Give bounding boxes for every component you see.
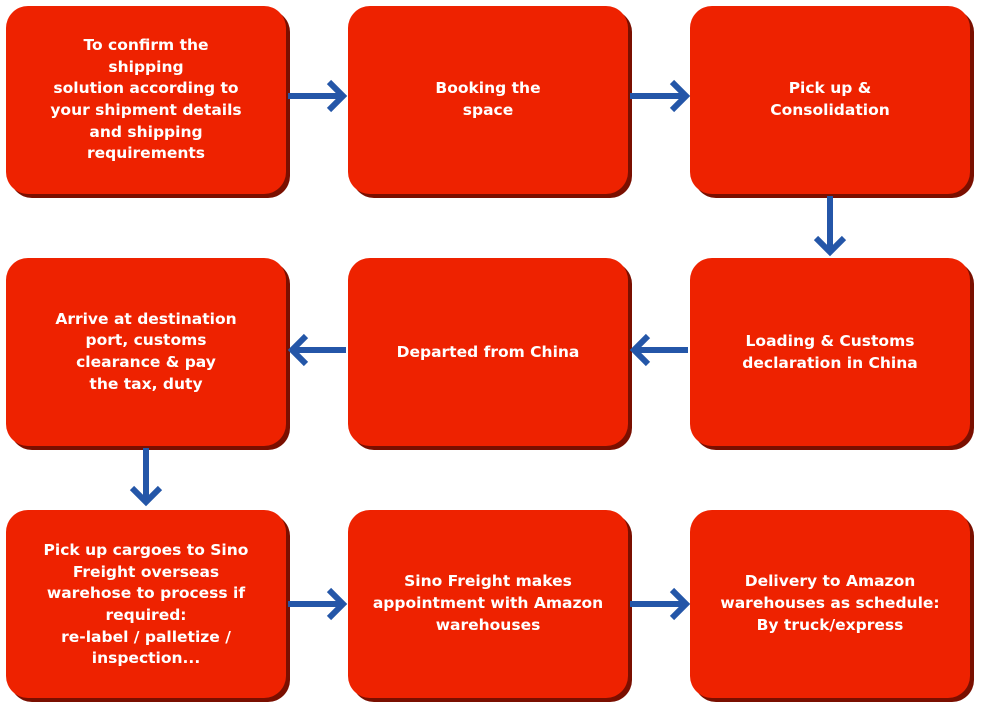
arrow-step1-to-step2 <box>288 79 348 113</box>
step-7-overseas-warehouse: Pick up cargoes to Sino Freight overseas… <box>6 510 286 698</box>
step-2-booking-space: Booking the space <box>348 6 628 194</box>
step-3-label: Pick up & Consolidation <box>770 79 890 119</box>
step-6-label: Arrive at destination port, customs clea… <box>55 309 237 393</box>
step-9-label: Delivery to Amazon warehouses as schedul… <box>720 572 940 634</box>
step-5-departed-china: Departed from China <box>348 258 628 446</box>
step-4-label: Loading & Customs declaration in China <box>742 332 918 372</box>
step-3-pickup-consolidation: Pick up & Consolidation <box>690 6 970 194</box>
arrow-step7-to-step8 <box>288 587 348 621</box>
arrow-step4-to-step5 <box>629 333 688 367</box>
step-1-confirm-shipping-solution: To confirm the shipping solution accordi… <box>6 6 286 194</box>
step-4-loading-customs: Loading & Customs declaration in China <box>690 258 970 446</box>
step-5-label: Departed from China <box>396 343 580 362</box>
arrow-step8-to-step9 <box>630 587 691 621</box>
step-8-amazon-appointment: Sino Freight makes appointment with Amaz… <box>348 510 628 698</box>
step-7-label: Pick up cargoes to Sino Freight overseas… <box>43 540 249 668</box>
arrow-step5-to-step6 <box>287 333 346 367</box>
arrow-step2-to-step3 <box>630 79 691 113</box>
step-8-label: Sino Freight makes appointment with Amaz… <box>372 572 604 634</box>
step-1-label: To confirm the shipping solution accordi… <box>50 35 242 163</box>
step-2-label: Booking the space <box>435 79 541 119</box>
arrow-step6-to-step7 <box>129 448 163 507</box>
step-6-arrive-destination: Arrive at destination port, customs clea… <box>6 258 286 446</box>
step-9-delivery-amazon: Delivery to Amazon warehouses as schedul… <box>690 510 970 698</box>
arrow-step3-to-step4 <box>813 196 847 257</box>
